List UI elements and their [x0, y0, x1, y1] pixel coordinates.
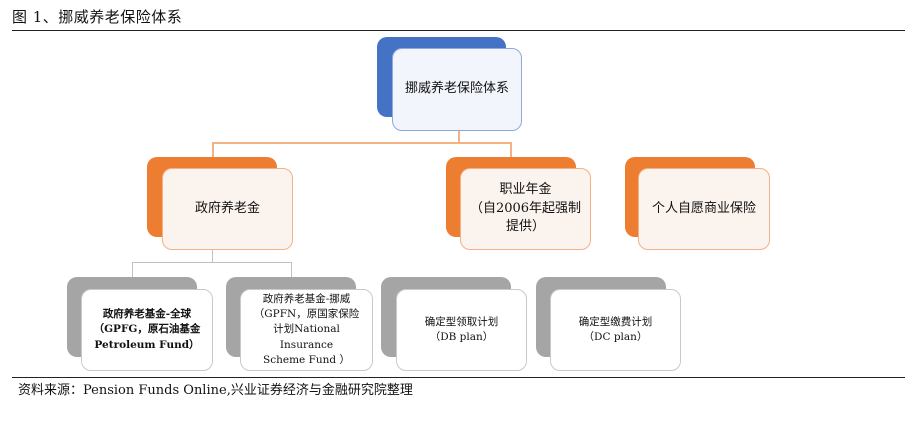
top-rule	[12, 30, 905, 31]
gov-pension-label: 政府养老金	[194, 200, 260, 216]
gpfg-line2: （GPFG，原石油基金	[93, 323, 201, 336]
connector-level2-bar	[212, 142, 512, 144]
db-plan-node: 确定型领取计划 （DB plan）	[396, 289, 527, 371]
figure-caption: 图 1、挪威养老保险体系	[12, 8, 183, 26]
personal-insurance-node: 个人自愿商业保险	[638, 168, 770, 250]
personal-insurance-label: 个人自愿商业保险	[651, 200, 756, 216]
dc-line2: （DC plan）	[583, 331, 648, 343]
gpfn-line3: 计划National Insurance	[273, 323, 340, 351]
db-line2: （DB plan）	[429, 331, 494, 343]
occ-label-line1: 职业年金	[499, 181, 552, 197]
gpfn-node: 政府养老基金-挪威 （GPFN，原国家保险 计划National Insuran…	[240, 289, 373, 371]
root-node: 挪威养老保险体系	[392, 48, 522, 131]
bottom-rule	[12, 377, 905, 378]
connector-to-gpfn	[291, 262, 292, 278]
root-node-label: 挪威养老保险体系	[404, 81, 509, 97]
dc-plan-node: 确定型缴费计划 （DC plan）	[550, 289, 681, 371]
connector-to-gov	[212, 142, 214, 158]
occ-label-line3: 提供）	[505, 219, 545, 235]
occupational-pension-node: 职业年金 （自2006年起强制 提供）	[460, 168, 591, 250]
connector-level3-bar	[132, 262, 292, 263]
gpfg-node: 政府养老基金-全球 （GPFG，原石油基金 Petroleum Fund）	[81, 289, 213, 371]
db-line1: 确定型领取计划	[424, 315, 499, 328]
connector-gov-down	[212, 247, 213, 263]
dc-line1: 确定型缴费计划	[578, 315, 653, 328]
gpfn-line4: Scheme Fund ）	[263, 353, 350, 366]
gpfg-line3: Petroleum Fund）	[94, 338, 200, 351]
gpfg-line1: 政府养老基金-全球	[102, 308, 192, 321]
gpfn-line2: （GPFN，原国家保险	[253, 308, 360, 321]
connector-to-gpfg	[132, 262, 133, 278]
connector-root-down	[458, 131, 460, 143]
connector-to-occ	[510, 142, 512, 158]
gpfn-line1: 政府养老基金-挪威	[262, 292, 351, 305]
source-note: 资料来源：Pension Funds Online,兴业证券经济与金融研究院整理	[18, 383, 413, 398]
occ-label-line2: （自2006年起强制	[469, 200, 582, 216]
gov-pension-node: 政府养老金	[162, 168, 293, 250]
